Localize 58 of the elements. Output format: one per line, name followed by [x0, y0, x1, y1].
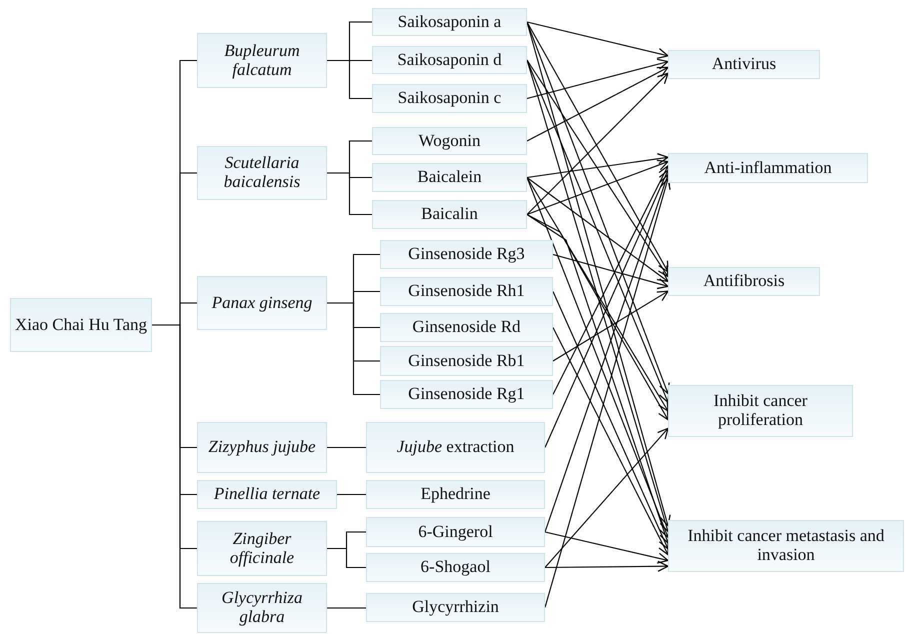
- herb-box: Zizyphus jujube: [197, 422, 327, 473]
- arrow: [544, 170, 670, 448]
- connector-line: [327, 172, 372, 216]
- connector-line: [337, 494, 366, 496]
- connector-line: [327, 446, 366, 448]
- connector-line: [327, 607, 366, 609]
- effect-box: Inhibit cancer proliferation: [668, 385, 853, 437]
- connector-line: [152, 324, 197, 609]
- compound-box: Ephedrine: [366, 480, 545, 509]
- arrow: [552, 327, 669, 556]
- compound-box: 6-Shogaol: [366, 553, 545, 582]
- arrow: [526, 58, 669, 100]
- formula-box: Xiao Chai Hu Tang: [10, 298, 152, 352]
- arrow: [544, 178, 671, 608]
- effect-box: Anti-inflammation: [668, 153, 868, 183]
- effect-box: Antifibrosis: [668, 267, 820, 296]
- compound-box: Wogonin: [372, 127, 527, 155]
- arrow: [552, 291, 670, 550]
- herb-box: Scutellaria baicalensis: [197, 146, 327, 200]
- herb-box: Pinellia ternate: [197, 480, 337, 509]
- arrow: [544, 531, 669, 564]
- effect-box: Inhibit cancer metastasis and invasion: [668, 520, 904, 572]
- herb-box: Panax ginseng: [197, 276, 327, 330]
- compound-box: Baicalein: [372, 163, 527, 192]
- arrow: [526, 21, 669, 59]
- arrow: [552, 254, 669, 290]
- arrow: [544, 428, 669, 568]
- arrow: [526, 72, 669, 215]
- compound-box: Glycyrrhizin: [366, 593, 545, 622]
- arrow: [545, 560, 669, 572]
- herb-box: Glycyrrhiza glabra: [197, 583, 327, 633]
- effect-box: Antivirus: [668, 50, 820, 79]
- arrow: [526, 22, 669, 272]
- arrow: [526, 177, 669, 282]
- compound-box: Ginsenoside Rb1: [380, 346, 553, 376]
- compound-box: Baicalin: [372, 200, 527, 229]
- compound-box: Saikosaponin c: [372, 84, 527, 113]
- compound-box: Ginsenoside Rd: [380, 313, 553, 342]
- arrow: [526, 177, 669, 412]
- arrow: [526, 214, 669, 420]
- connector-line: [327, 60, 372, 100]
- arrow: [552, 165, 669, 395]
- compound-box: Jujube extraction: [366, 422, 545, 473]
- compound-box: Saikosaponin a: [372, 8, 527, 36]
- connector-line: [327, 302, 380, 396]
- compound-box: 6-Gingerol: [366, 517, 545, 547]
- herb-box: Zingiber officinale: [197, 521, 327, 576]
- compound-box: Ginsenoside Rg1: [380, 380, 553, 409]
- arrow: [526, 153, 669, 178]
- herb-box: Bupleurum falcatum: [197, 33, 327, 88]
- connector-line: [327, 548, 366, 568]
- arrow: [526, 160, 669, 216]
- compound-box: Saikosaponin d: [372, 46, 527, 74]
- arrow: [552, 290, 669, 362]
- arrow: [526, 60, 669, 278]
- compound-box: Ginsenoside Rg3: [380, 240, 553, 269]
- compound-box: Ginsenoside Rh1: [380, 277, 553, 306]
- arrow: [526, 66, 669, 142]
